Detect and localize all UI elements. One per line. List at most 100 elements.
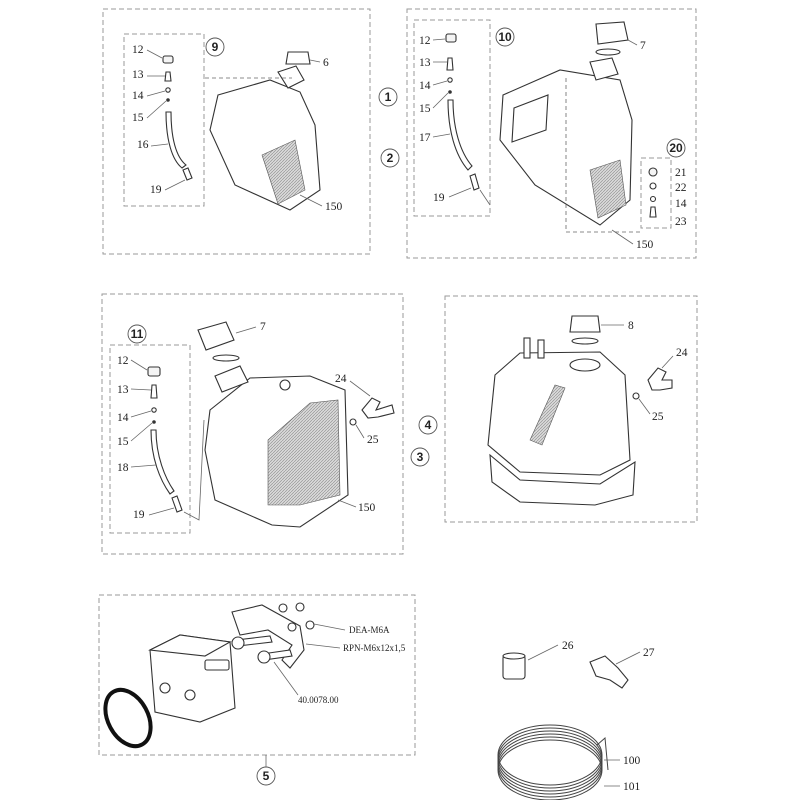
label-18: 18: [117, 462, 129, 474]
label-13: 13: [419, 57, 431, 69]
tank-filler: [569, 358, 601, 372]
tank-cap-part-7: [595, 21, 629, 45]
label-12: 12: [132, 44, 144, 56]
label-100: 100: [623, 755, 641, 767]
group-badge-2: [380, 148, 400, 168]
panel-tank-1: 9 12 13 14 15 16 19 6 150 1: [102, 8, 398, 255]
bolt-head: [231, 636, 245, 650]
label-13: 13: [132, 69, 144, 81]
hose-part-16: [165, 111, 187, 169]
o-ring-part-14: [151, 407, 157, 413]
washer-part-25: [632, 392, 640, 400]
group-label-4: 4: [425, 418, 432, 432]
part-22: [649, 182, 657, 190]
group-badge-9: [205, 37, 225, 57]
group-label-3: 3: [417, 450, 424, 464]
label-19: 19: [133, 509, 145, 521]
tank-cap-part-8: [569, 315, 601, 333]
group-badge-4: [418, 415, 438, 435]
label-14: 14: [675, 198, 687, 210]
group-label-11: 11: [131, 327, 144, 341]
label-15: 15: [419, 103, 431, 115]
label-14: 14: [132, 90, 144, 102]
tank-neck: [277, 65, 305, 89]
nut: [278, 603, 288, 613]
label-150: 150: [636, 239, 654, 251]
subgroup-11-border: [109, 344, 191, 534]
panel-3-border: [101, 293, 404, 555]
fuel-cap-part-12: [147, 366, 161, 377]
filter-part-19: [171, 495, 183, 513]
label-19: 19: [150, 184, 162, 196]
group-badge-10: [495, 27, 515, 47]
label-15: 15: [132, 112, 144, 124]
o-ring-gasket: [103, 687, 153, 749]
group-badge-3: [410, 447, 430, 467]
label-25: 25: [652, 411, 664, 423]
label-21: 21: [675, 167, 687, 179]
tank-handle: [511, 94, 549, 143]
label-12: 12: [419, 35, 431, 47]
cap-gasket: [571, 337, 599, 345]
cap-gasket: [595, 48, 621, 56]
tank-base: [489, 453, 636, 506]
group-label-20: 20: [669, 141, 683, 155]
group-badge-20: [666, 138, 686, 158]
group-label-10: 10: [498, 30, 512, 44]
label-101: 101: [623, 781, 641, 793]
washer-part-25: [349, 418, 357, 426]
fitting-part-13: [446, 57, 454, 71]
group-label-5: 5: [263, 769, 270, 783]
panel-4-border: [444, 295, 698, 523]
filter-part-19: [182, 167, 193, 181]
hose-part-17: [447, 99, 473, 171]
knob-part-24: [647, 367, 673, 391]
label-13: 13: [117, 384, 129, 396]
label-15: 15: [117, 436, 129, 448]
tank-vent: [279, 379, 291, 391]
label-24: 24: [335, 373, 347, 385]
coiled-fuel-hose: [497, 724, 609, 800]
washer: [287, 622, 297, 632]
o-ring-part-14: [165, 87, 171, 93]
label-part-code: 40.0078.00: [298, 695, 339, 705]
group-label-2: 2: [387, 151, 394, 165]
label-17: 17: [419, 132, 431, 144]
washer: [305, 620, 315, 630]
tank-pipe-1: [523, 337, 531, 359]
filter-box-boss: [159, 682, 171, 694]
label-8: 8: [628, 320, 634, 332]
panel-tank-3: 11 3 12 13 14 15 18 19 7 24 25 150: [101, 293, 430, 555]
washer-part-15: [166, 98, 170, 102]
knob-part-24: [361, 397, 395, 419]
fuel-cap-part-12: [162, 55, 174, 64]
tank-label-area: [529, 384, 566, 446]
label-7: 7: [640, 40, 646, 52]
subgroup-20-border: [640, 157, 672, 229]
filter-box-spigot: [204, 659, 230, 671]
panel-filter-box-5: 5 DEA-M6A RPN-M6x12x1,5 40.0078.00: [98, 594, 416, 786]
group-badge-11: [127, 324, 147, 344]
fitting-part-13: [150, 384, 158, 399]
filter-box-top: [148, 634, 232, 657]
label-27: 27: [643, 647, 655, 659]
label-6: 6: [323, 57, 329, 69]
label-14: 14: [117, 412, 129, 424]
o-ring-part-14: [447, 77, 453, 83]
label-7: 7: [260, 321, 266, 333]
tank-neck: [214, 365, 249, 393]
mounting-bracket: [231, 604, 305, 669]
fuel-cap-part-12: [445, 33, 457, 43]
tank-label-area: [267, 399, 341, 506]
panel-tank-4: 4 8 24 25: [418, 295, 698, 523]
tank-cap-part-6: [285, 51, 311, 65]
part-21: [648, 167, 658, 177]
nut: [295, 602, 305, 612]
group-label-9: 9: [212, 40, 219, 54]
washer-part-15: [448, 90, 452, 94]
loose-parts: 26 27 100 101: [497, 640, 655, 800]
label-rpn-m6x12x1-5: RPN-M6x12x1,5: [343, 643, 406, 653]
label-150: 150: [358, 502, 376, 514]
tank-cap-part-7: [197, 321, 235, 351]
